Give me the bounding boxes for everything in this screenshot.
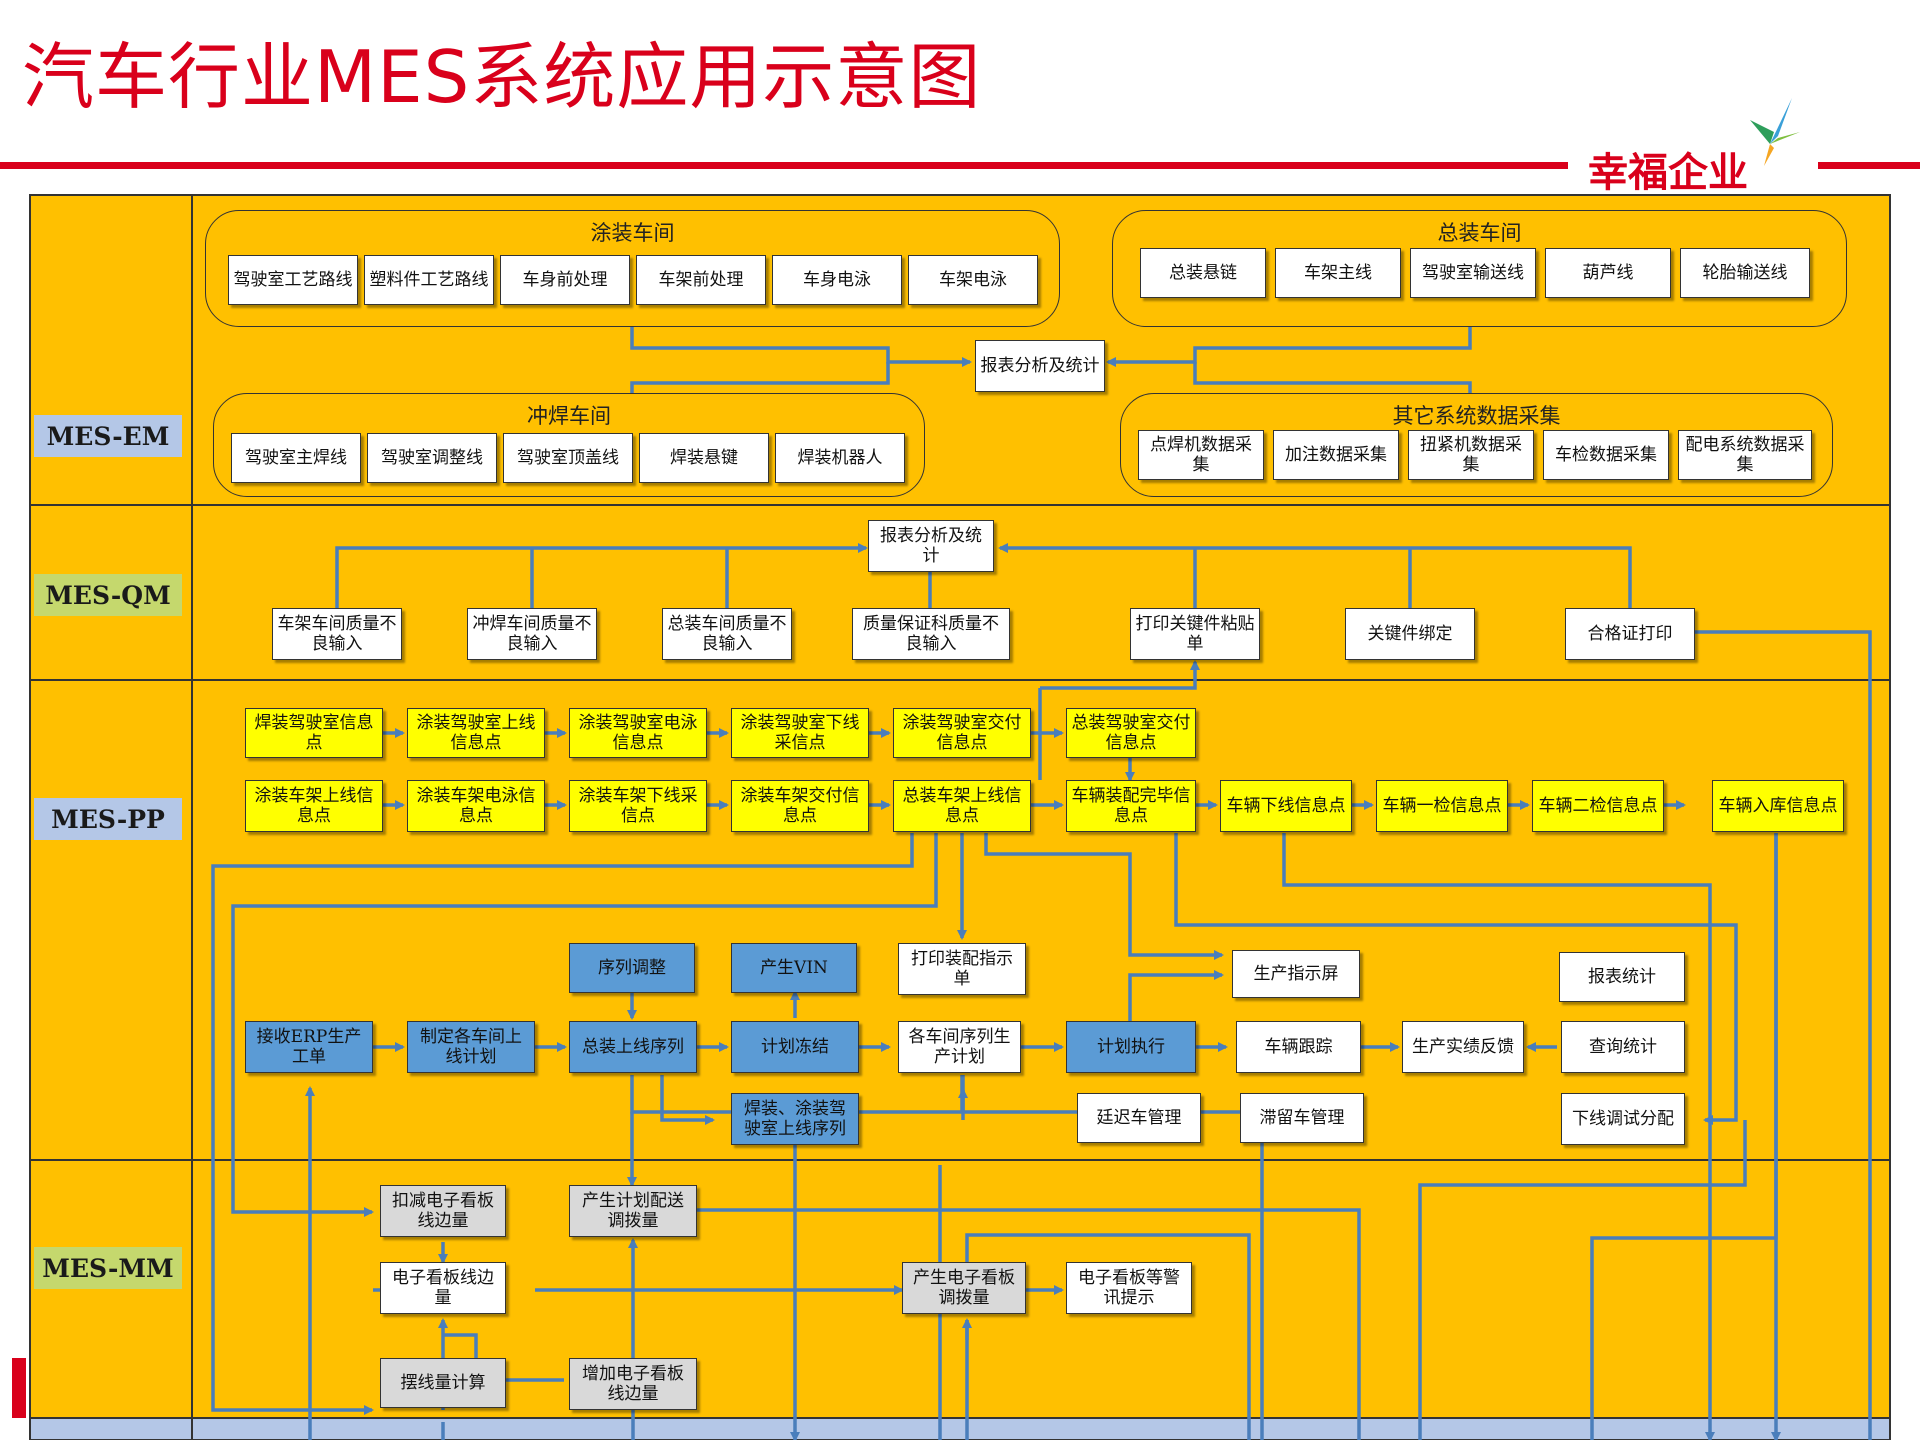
pp-gen-vin-box: 产生VIN	[731, 943, 857, 993]
em-weld-item: 驾驶室顶盖线	[503, 433, 633, 483]
em-paint-item: 驾驶室工艺路线	[228, 255, 358, 305]
pp-prod-screen-box: 生产指示屏	[1232, 950, 1360, 998]
qm-item: 合格证打印	[1565, 608, 1695, 660]
pp-cab-info-point: 涂装驾驶室上线信息点	[407, 708, 545, 758]
mm-gen-dispatch-box: 产生计划配送调拨量	[569, 1185, 697, 1237]
qm-item: 质量保证科质量不良输入	[852, 608, 1010, 660]
em-weld-item: 焊装机器人	[775, 433, 905, 483]
pp-frame-info-point: 涂装车架下线采信点	[569, 780, 707, 832]
mm-place-calc-box: 摆线量计算	[380, 1358, 506, 1408]
group-weld-shop-title: 冲焊车间	[527, 404, 611, 428]
pp-cab-info-point: 涂装驾驶室下线采信点	[731, 708, 869, 758]
qm-report-box: 报表分析及统计	[868, 520, 994, 572]
em-other-item: 车检数据采集	[1543, 430, 1669, 480]
pp-frame-info-point: 车辆下线信息点	[1220, 780, 1352, 832]
pp-frame-info-point: 涂装车架电泳信息点	[407, 780, 545, 832]
page-title: 汽车行业MES系统应用示意图	[22, 35, 982, 119]
em-weld-item: 焊装悬键	[639, 433, 769, 483]
band-label-em: MES-EM	[34, 415, 182, 457]
em-paint-item: 车架前处理	[636, 255, 766, 305]
group-paint-shop-title: 涂装车间	[590, 221, 675, 245]
em-assembly-item: 葫芦线	[1545, 248, 1671, 298]
em-paint-item: 塑料件工艺路线	[364, 255, 494, 305]
em-assembly-item: 总装悬链	[1140, 248, 1266, 298]
em-weld-item: 驾驶室主焊线	[231, 433, 361, 483]
pp-offline-box: 下线调试分配	[1561, 1093, 1685, 1145]
qm-item: 冲焊车间质量不良输入	[467, 608, 597, 660]
logo-text: 幸福企业	[1588, 150, 1748, 196]
pp-frame-info-point: 车辆入库信息点	[1712, 780, 1844, 832]
band-label-qm: MES-QM	[34, 574, 182, 616]
qm-item: 打印关键件粘贴单	[1130, 608, 1260, 660]
mm-deduct-box: 扣减电子看板线边量	[380, 1185, 506, 1237]
side-red-mark	[12, 1358, 26, 1418]
header-rule-right	[1818, 162, 1920, 169]
pp-final-seq-box: 总装上线序列	[569, 1021, 697, 1073]
em-other-item: 点焊机数据采集	[1138, 430, 1264, 480]
pp-execute-box: 计划执行	[1066, 1021, 1196, 1073]
pp-frame-info-point: 总装车架上线信息点	[893, 780, 1031, 832]
em-assembly-item: 轮胎输送线	[1680, 248, 1810, 298]
pp-make-plan-box: 制定各车间上线计划	[407, 1021, 535, 1073]
pp-cab-info-point: 焊装驾驶室信息点	[245, 708, 383, 758]
group-other-systems-title: 其它系统数据采集	[1392, 404, 1561, 428]
mm-warn-box: 电子看板等警讯提示	[1066, 1262, 1192, 1314]
band-label-mm: MES-MM	[34, 1247, 182, 1289]
band-pp	[30, 680, 1890, 1160]
em-paint-item: 车身电泳	[772, 255, 902, 305]
em-assembly-item: 车架主线	[1275, 248, 1401, 298]
em-other-item: 扭紧机数据采集	[1408, 430, 1534, 480]
pp-frame-info-point: 车辆装配完毕信息点	[1066, 780, 1196, 832]
pp-cab-info-point: 涂装驾驶室电泳信息点	[569, 708, 707, 758]
group-assembly-shop-title: 总装车间	[1437, 221, 1522, 245]
pp-feedback-box: 生产实绩反馈	[1402, 1021, 1524, 1073]
qm-item: 总装车间质量不良输入	[662, 608, 792, 660]
pp-stay-box: 滞留车管理	[1240, 1093, 1364, 1143]
pp-report-stat-box: 报表统计	[1559, 952, 1685, 1002]
em-weld-item: 驾驶室调整线	[367, 433, 497, 483]
em-paint-item: 车身前处理	[500, 255, 630, 305]
pp-delay-box: 廷迟车管理	[1077, 1093, 1201, 1143]
em-other-item: 加注数据采集	[1273, 430, 1399, 480]
mm-add-kanban-box: 增加电子看板线边量	[569, 1358, 697, 1410]
pp-weld-seq-box: 焊装、涂装驾驶室上线序列	[731, 1093, 859, 1145]
pp-tracking-box: 车辆跟踪	[1236, 1021, 1361, 1073]
pp-print-order-box: 打印装配指示单	[898, 943, 1026, 995]
pp-frame-info-point: 车辆二检信息点	[1532, 780, 1664, 832]
pp-frame-info-point: 涂装车架交付信息点	[731, 780, 869, 832]
pp-frame-info-point: 涂装车架上线信息点	[245, 780, 383, 832]
mm-kanban-box: 电子看板线边量	[380, 1262, 506, 1314]
pp-query-box: 查询统计	[1561, 1021, 1685, 1073]
header-rule-left	[0, 162, 1568, 169]
pp-recv-erp-box: 接收ERP生产工单	[245, 1021, 373, 1073]
band-bottom	[30, 1418, 1890, 1440]
em-assembly-item: 驾驶室输送线	[1410, 248, 1536, 298]
pp-seq-adjust-box: 序列调整	[569, 943, 695, 993]
pinwheel-logo-icon	[1750, 98, 1800, 166]
pp-cab-info-point: 总装驾驶室交付信息点	[1066, 708, 1196, 758]
pp-shop-plan-box: 各车间序列生产计划	[898, 1021, 1021, 1073]
pp-cab-info-point: 涂装驾驶室交付信息点	[893, 708, 1031, 758]
mm-gen-kanban-box: 产生电子看板调拨量	[902, 1262, 1026, 1314]
em-other-item: 配电系统数据采集	[1678, 430, 1812, 480]
pp-freeze-box: 计划冻结	[731, 1021, 859, 1073]
em-paint-item: 车架电泳	[908, 255, 1038, 305]
pp-frame-info-point: 车辆一检信息点	[1376, 780, 1508, 832]
em-report-box: 报表分析及统计	[975, 340, 1105, 392]
band-label-pp: MES-PP	[34, 798, 182, 840]
qm-item: 车架车间质量不良输入	[272, 608, 402, 660]
qm-item: 关键件绑定	[1345, 608, 1475, 660]
